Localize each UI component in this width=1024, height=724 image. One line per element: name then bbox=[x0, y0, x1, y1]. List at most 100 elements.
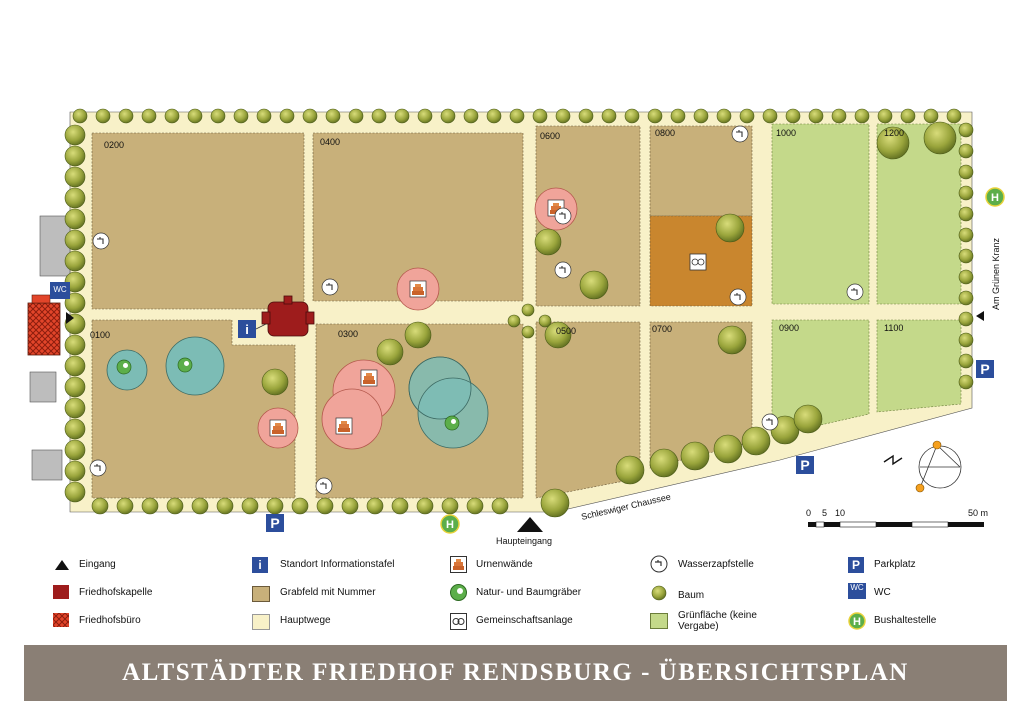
grave-field-0800 bbox=[649, 125, 753, 217]
tree-icon bbox=[216, 497, 234, 515]
tree-icon bbox=[316, 497, 334, 515]
tree-icon bbox=[713, 434, 743, 464]
tree-icon bbox=[958, 311, 974, 327]
tree-icon bbox=[521, 303, 535, 317]
entrance-west-icon bbox=[66, 312, 74, 324]
tree-icon bbox=[64, 334, 86, 356]
tree-icon bbox=[241, 497, 259, 515]
legend-label-parkplatz: Parkplatz bbox=[874, 559, 916, 570]
tree-icon bbox=[762, 108, 778, 124]
tree-icon bbox=[64, 166, 86, 188]
field-labels: 0200 0400 0600 0800 1000 1200 0100 0300 … bbox=[90, 128, 904, 340]
tree-icon bbox=[877, 108, 893, 124]
tree-icon bbox=[534, 228, 562, 256]
tree-icon bbox=[371, 108, 387, 124]
tree-icon bbox=[64, 418, 86, 440]
tree-icon bbox=[440, 108, 456, 124]
urn-wall-icon bbox=[335, 417, 353, 435]
tree-icon bbox=[670, 108, 686, 124]
water-tap-icon bbox=[554, 207, 572, 225]
tree-icon bbox=[958, 353, 974, 369]
nature-grave-icon bbox=[450, 584, 467, 601]
tree-icon bbox=[233, 108, 249, 124]
tree-icon bbox=[680, 441, 710, 471]
tree-icon bbox=[946, 108, 962, 124]
tree-icon bbox=[785, 108, 801, 124]
tree-icon bbox=[958, 143, 974, 159]
tree-icon bbox=[187, 108, 203, 124]
tree-icon bbox=[341, 497, 359, 515]
scale-label-50: 50 m bbox=[968, 508, 988, 518]
tree-icon bbox=[486, 108, 502, 124]
tree-icon bbox=[256, 108, 272, 124]
tree-icon bbox=[615, 455, 645, 485]
tree-icon bbox=[348, 108, 364, 124]
tree-icon bbox=[958, 164, 974, 180]
tree-icon bbox=[302, 108, 318, 124]
tree-icon bbox=[693, 108, 709, 124]
tree-icon bbox=[741, 426, 771, 456]
main-entrance-label: Haupteingang bbox=[496, 536, 552, 546]
tree-icon bbox=[544, 321, 572, 349]
info-icon-legend: i bbox=[252, 557, 268, 573]
buildings-west bbox=[27, 215, 71, 481]
tree-icon bbox=[578, 108, 594, 124]
green-area-swatch bbox=[650, 613, 668, 629]
field-label-0500: 0500 bbox=[556, 326, 576, 336]
chapel-square-icon bbox=[53, 585, 69, 599]
svg-text:H: H bbox=[446, 519, 454, 531]
tree-icon bbox=[91, 497, 109, 515]
field-label-0400: 0400 bbox=[320, 137, 340, 147]
tree-icon bbox=[649, 448, 679, 478]
north-arrow bbox=[883, 440, 962, 493]
tree-icon bbox=[716, 108, 732, 124]
tree-icon bbox=[261, 368, 289, 396]
trees bbox=[64, 108, 974, 518]
legend-label-wasser: Wasserzapfstelle bbox=[678, 559, 754, 570]
tree-icon bbox=[64, 250, 86, 272]
tree-icon bbox=[507, 314, 521, 328]
tree-icon bbox=[394, 108, 410, 124]
tree-icon bbox=[416, 497, 434, 515]
svg-text:H: H bbox=[853, 616, 861, 628]
bus-stop-icons: HH bbox=[440, 187, 1005, 534]
tree-icon bbox=[266, 497, 284, 515]
legend-label-wc: WC bbox=[874, 587, 891, 598]
tree-icon bbox=[64, 187, 86, 209]
bus-stop-icon: H bbox=[985, 187, 1005, 207]
entrance-triangle-icon bbox=[55, 560, 69, 570]
tree-icon bbox=[958, 290, 974, 306]
svg-text:P: P bbox=[800, 457, 809, 473]
tree-icon bbox=[64, 208, 86, 230]
entrance-east-icon bbox=[976, 311, 984, 321]
tree-icon bbox=[958, 122, 974, 138]
scale-bar: 0 5 10 50 m bbox=[806, 508, 988, 528]
tree-icon bbox=[958, 332, 974, 348]
tree-icon bbox=[417, 108, 433, 124]
grave-fields bbox=[91, 125, 753, 499]
tree-icon bbox=[118, 108, 134, 124]
urn-wall-icon bbox=[409, 280, 427, 298]
water-tap-icon bbox=[731, 125, 749, 143]
tree-icon bbox=[739, 108, 755, 124]
legend-label-kapelle: Friedhofskapelle bbox=[79, 587, 153, 598]
water-tap-icon bbox=[729, 288, 747, 306]
grave-field-0200 bbox=[91, 132, 305, 310]
tree-icon bbox=[391, 497, 409, 515]
legend-label-grabfeld: Grabfeld mit Nummer bbox=[280, 587, 376, 598]
tree-icon bbox=[64, 397, 86, 419]
legend-label-gruen: Grünfläche (keine Vergabe) bbox=[678, 610, 757, 632]
water-tap-icon bbox=[650, 555, 668, 573]
legend-label-info: Standort Informationstafel bbox=[280, 559, 395, 570]
tree-icon bbox=[64, 439, 86, 461]
entrances bbox=[66, 311, 984, 532]
parking-icon: P bbox=[266, 514, 284, 532]
tree-icon bbox=[64, 355, 86, 377]
tree-icon bbox=[164, 108, 180, 124]
office-building bbox=[27, 302, 61, 356]
tree-icon bbox=[540, 488, 570, 518]
tree-icon bbox=[366, 497, 384, 515]
tree-icon bbox=[279, 108, 295, 124]
field-label-0600: 0600 bbox=[540, 131, 560, 141]
tree-icon bbox=[647, 108, 663, 124]
